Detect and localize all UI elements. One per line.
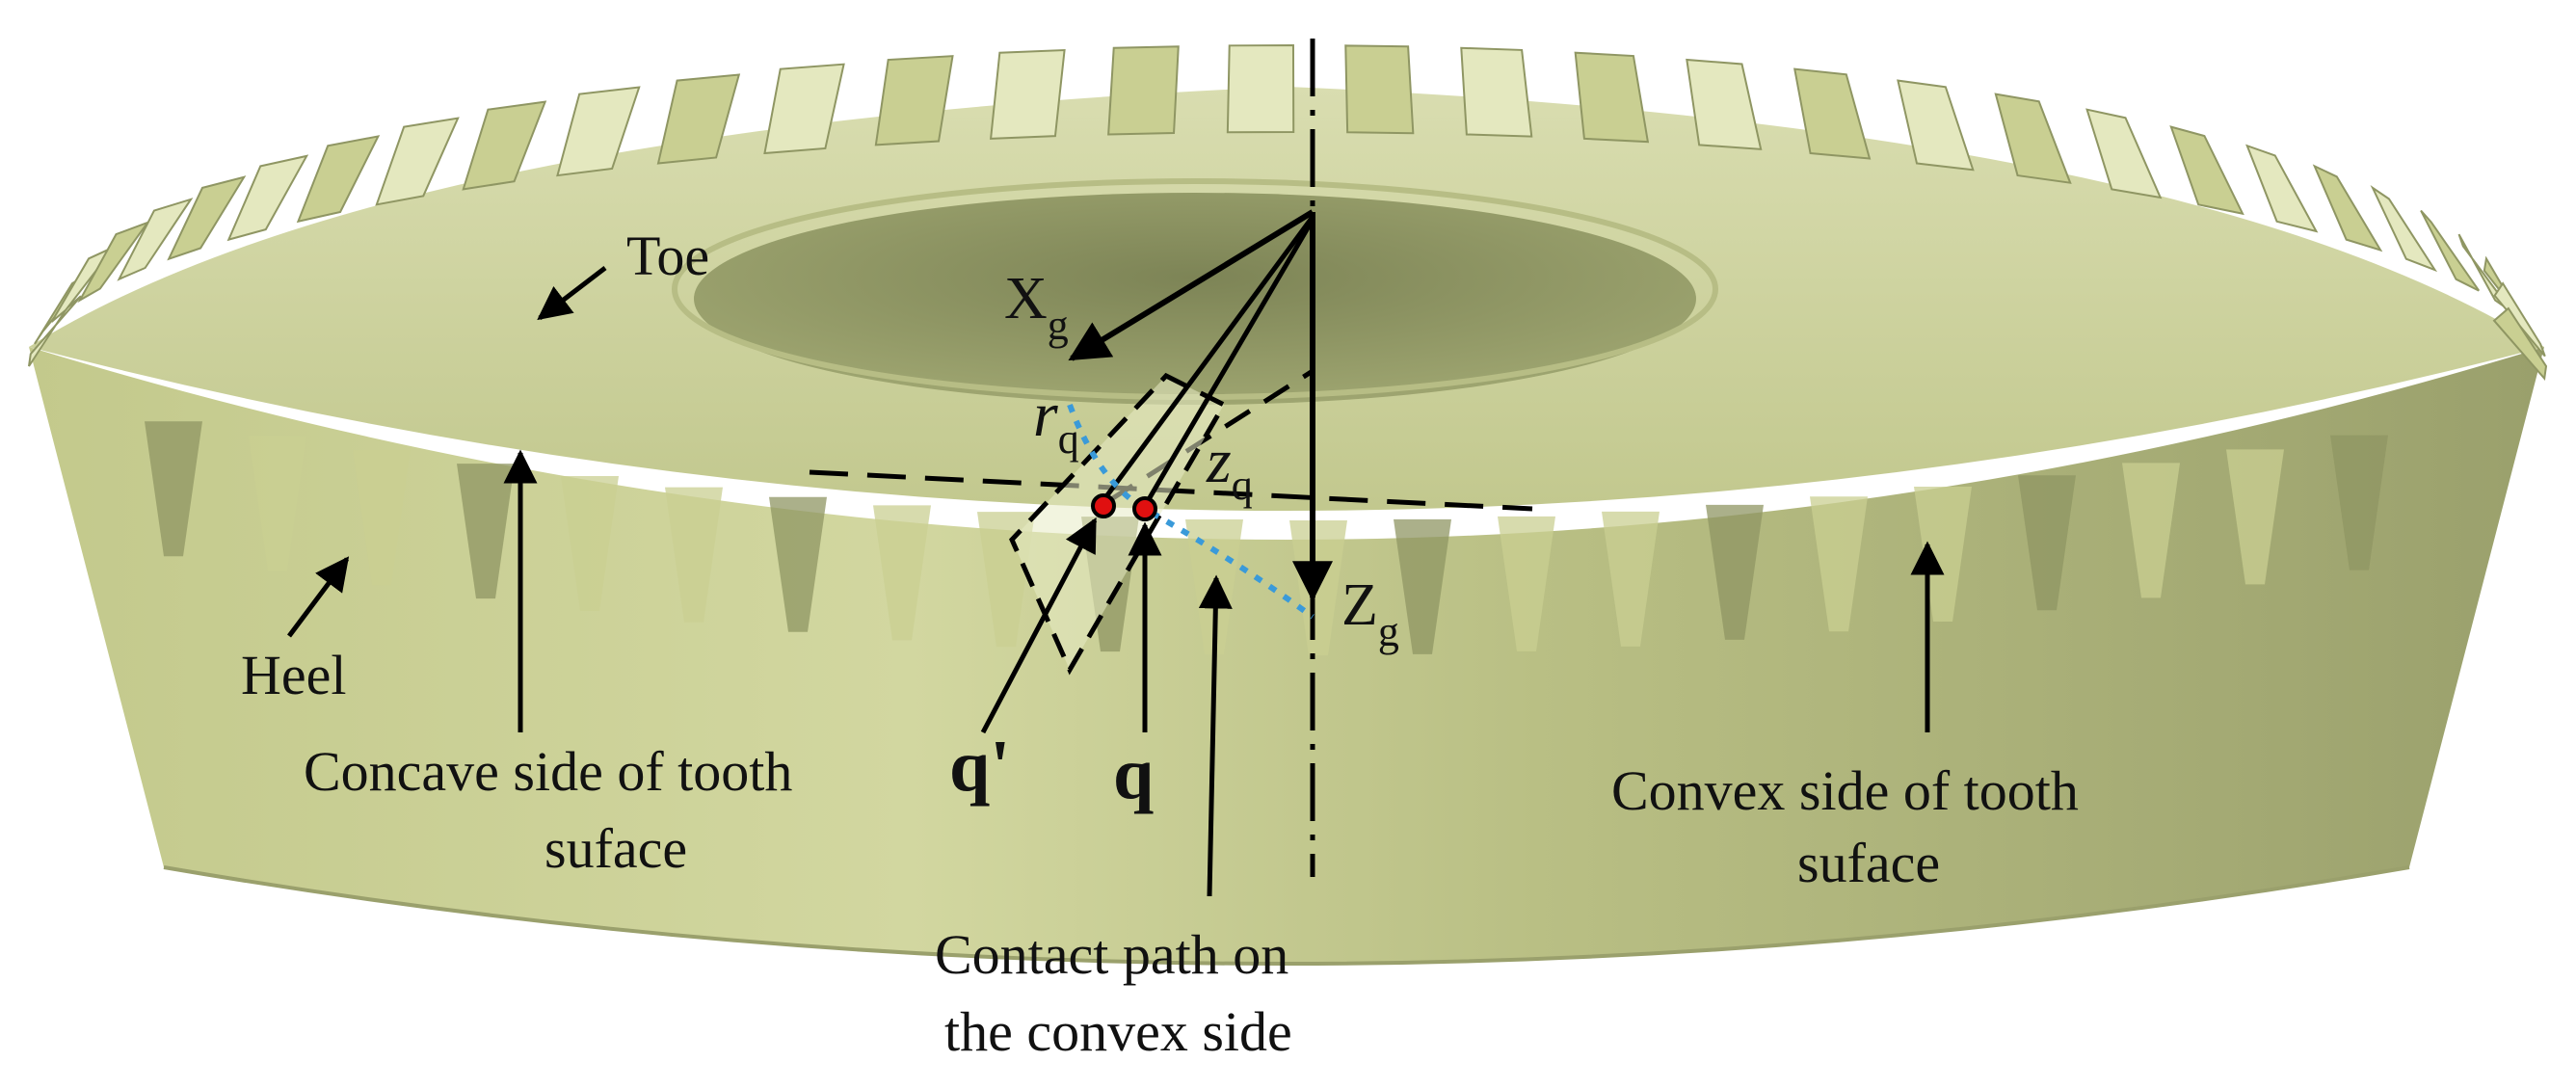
tooth-slot [457,464,515,599]
zq-label: zq [1206,426,1253,509]
gear-tooth [2085,108,2163,199]
tooth-slot [2226,449,2284,585]
gear-tooth [2493,281,2546,358]
gear-tooth [989,48,1066,140]
contact-path [1067,403,1315,620]
rq-label-sub: q [1058,415,1079,463]
concave-label-line2: suface [544,817,687,880]
gear-tooth [226,154,309,242]
gear-tooth [1686,58,1763,150]
tooth-slot [769,496,827,632]
toe-label: Toe [626,225,709,287]
heel-label: Heel [241,644,347,706]
heel-arrow [287,556,350,638]
tooth-slot [873,505,931,641]
tooth-slot [2018,475,2076,611]
contact-point-q [1132,496,1157,521]
contact-path-arrow [1198,574,1233,897]
tooth-slot [2122,463,2180,598]
tooth-slot [1394,518,1451,654]
zg-label: Zg [1341,572,1399,655]
tooth-slot [1706,504,1764,640]
apex-line-b [1142,218,1315,508]
gear-bore [694,193,1696,405]
convex-label-line2: suface [1797,832,1940,894]
toe-arrow [537,266,607,321]
xg-label-sub: g [1048,302,1069,349]
gear-tooth [1460,46,1533,138]
xg-label-main: X [1004,266,1048,332]
contact-label-line1: Contact path on [935,923,1288,986]
gear-bottom-rim [163,865,2410,966]
tooth-slot [249,436,306,571]
gear-tooth [1344,44,1415,135]
convex-label-line1: Convex side of tooth [1611,759,2079,822]
xg-axis-arrow [1068,209,1315,361]
gear-tooth [117,198,194,281]
gear-tooth [462,100,547,191]
gear-tooth [1994,93,2072,184]
tooth-slot [665,487,723,623]
gear-tooth [1793,67,1872,160]
gear-tooth [2420,209,2481,292]
zq-label-main: z [1206,426,1232,496]
gear-tooth [167,175,247,261]
tooth-slot [145,421,202,557]
gear-side-band [29,347,2544,964]
xg-label: Xg [1004,266,1069,349]
gear-tooth [1574,51,1650,144]
gear-tooth [28,295,82,367]
gear-tooth [2370,185,2438,273]
zg-label-main: Z [1341,572,1378,638]
q-label: q [1113,733,1154,814]
contact-label-line2: the convex side [944,1000,1292,1063]
tooth-slot [2330,435,2388,571]
zq-dashed-line [1106,368,1315,504]
q-prime-label: q' [949,726,1010,807]
gear-tooth [296,135,381,224]
gear-tooth [1226,44,1295,134]
concave-label-line1: Concave side of tooth [304,740,792,803]
rq-label: rq [1033,380,1079,463]
gear-tooth [2169,125,2244,216]
zg-label-sub: g [1378,608,1399,655]
gear-tooth [556,86,641,177]
gear-body [29,87,2544,966]
apex-line-a [1099,215,1315,505]
gear-tooth [1107,45,1180,136]
gear-tooth [1897,79,1975,172]
gear-tooth [2245,144,2319,233]
tooth-slot [1602,511,1660,647]
zq-label-sub: q [1232,462,1253,509]
gear-tooth [656,73,741,165]
tangent-plane [1009,372,1228,676]
gear-tooth [2492,306,2548,382]
tooth-slot [353,450,411,586]
tooth-slot [1498,516,1555,651]
tooth-slot [1810,496,1868,632]
gear-tooth [874,55,954,146]
q-prime-arrow [980,517,1098,734]
gear-tooth [375,117,460,206]
gear-teeth [28,44,2548,655]
gear-tooth [2312,164,2383,252]
gear-tooth [763,63,845,155]
contact-point-q-prime [1091,493,1116,518]
rq-label-main: r [1033,380,1058,450]
tooth-slot [561,475,619,611]
